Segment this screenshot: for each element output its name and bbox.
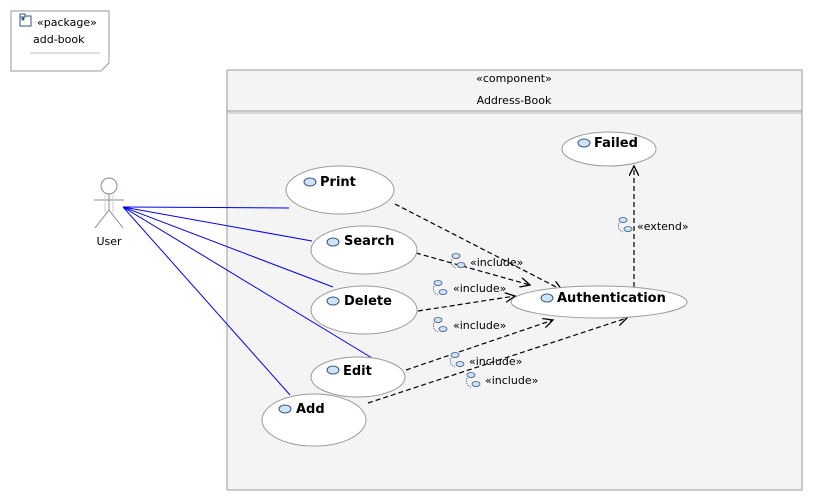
label-extend-failed: «extend» [618,217,689,233]
usecase-authentication[interactable]: Authentication [510,285,688,319]
usecase-add[interactable]: Add [261,393,367,447]
usecase-icon [303,177,317,187]
label-include-delete-2: «include» [433,317,506,333]
include-icon [466,372,481,388]
associations [122,206,373,396]
usecase-print[interactable]: Print [285,165,395,215]
label-text: «include» [485,374,538,387]
label-text: «include» [453,282,506,295]
include-search-auth[interactable] [415,252,530,285]
dependencies [367,166,634,404]
include-edit-auth[interactable] [405,320,553,371]
label-include-search: «include» [451,253,523,269]
include-icon [433,280,448,296]
usecase-icon [326,237,340,247]
usecase-label: Add [296,402,325,417]
label-text: «extend» [637,220,689,233]
label-include-add: «include» [466,372,538,388]
include-delete-auth[interactable] [417,296,515,312]
usecase-label: Authentication [557,291,666,306]
usecase-failed[interactable]: Failed [561,131,657,167]
actor-user[interactable]: User [94,177,124,248]
usecase-delete[interactable]: Delete [310,285,418,335]
include-icon [450,352,465,368]
usecase-edit[interactable]: Edit [310,356,406,398]
actor-stick-figure-icon [94,177,124,229]
association-add[interactable] [122,206,291,396]
include-print-auth[interactable] [394,203,562,290]
association-search[interactable] [122,206,313,242]
package-icon [19,13,32,27]
package-box[interactable]: «package» add-book [10,10,110,72]
include-add-auth[interactable] [367,318,627,404]
label-text: «include» [470,256,523,269]
package-stereotype: «package» [37,16,97,29]
usecase-icon [540,293,554,303]
usecase-label: Delete [344,294,392,309]
package-name: add-book [33,33,85,46]
component-stereotype: «component» [476,72,552,85]
association-delete[interactable] [122,206,334,288]
actor-label: User [96,235,122,248]
component-name: Address-Book [477,94,552,107]
usecase-search[interactable]: Search [310,225,418,275]
association-edit[interactable] [122,206,373,359]
usecase-icon [577,138,591,148]
label-text: «include» [469,355,522,368]
usecase-label: Search [344,234,394,249]
include-icon [433,317,448,333]
extend-icon [618,217,633,233]
association-print[interactable] [122,206,290,209]
usecase-label: Failed [594,136,638,151]
usecase-label: Edit [343,364,372,379]
usecase-icon [326,365,340,375]
label-include-delete: «include» [433,280,506,296]
usecase-icon [326,296,340,306]
include-icon [451,253,466,269]
label-include-edit: «include» [450,352,522,368]
label-text: «include» [453,319,506,332]
usecase-label: Print [320,175,356,190]
usecase-icon [278,404,292,414]
